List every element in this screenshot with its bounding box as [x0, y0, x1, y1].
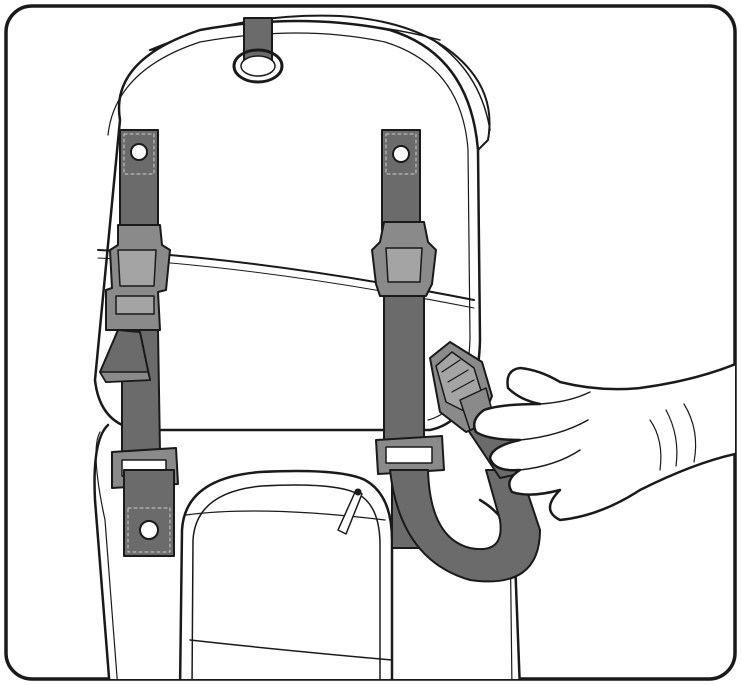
- left-lower-grommet: [140, 521, 158, 539]
- right-upper-grommet: [393, 146, 409, 162]
- right-strap-lower: [384, 296, 424, 440]
- left-strap-anchor: [124, 470, 174, 556]
- left-upper-grommet: [131, 144, 147, 160]
